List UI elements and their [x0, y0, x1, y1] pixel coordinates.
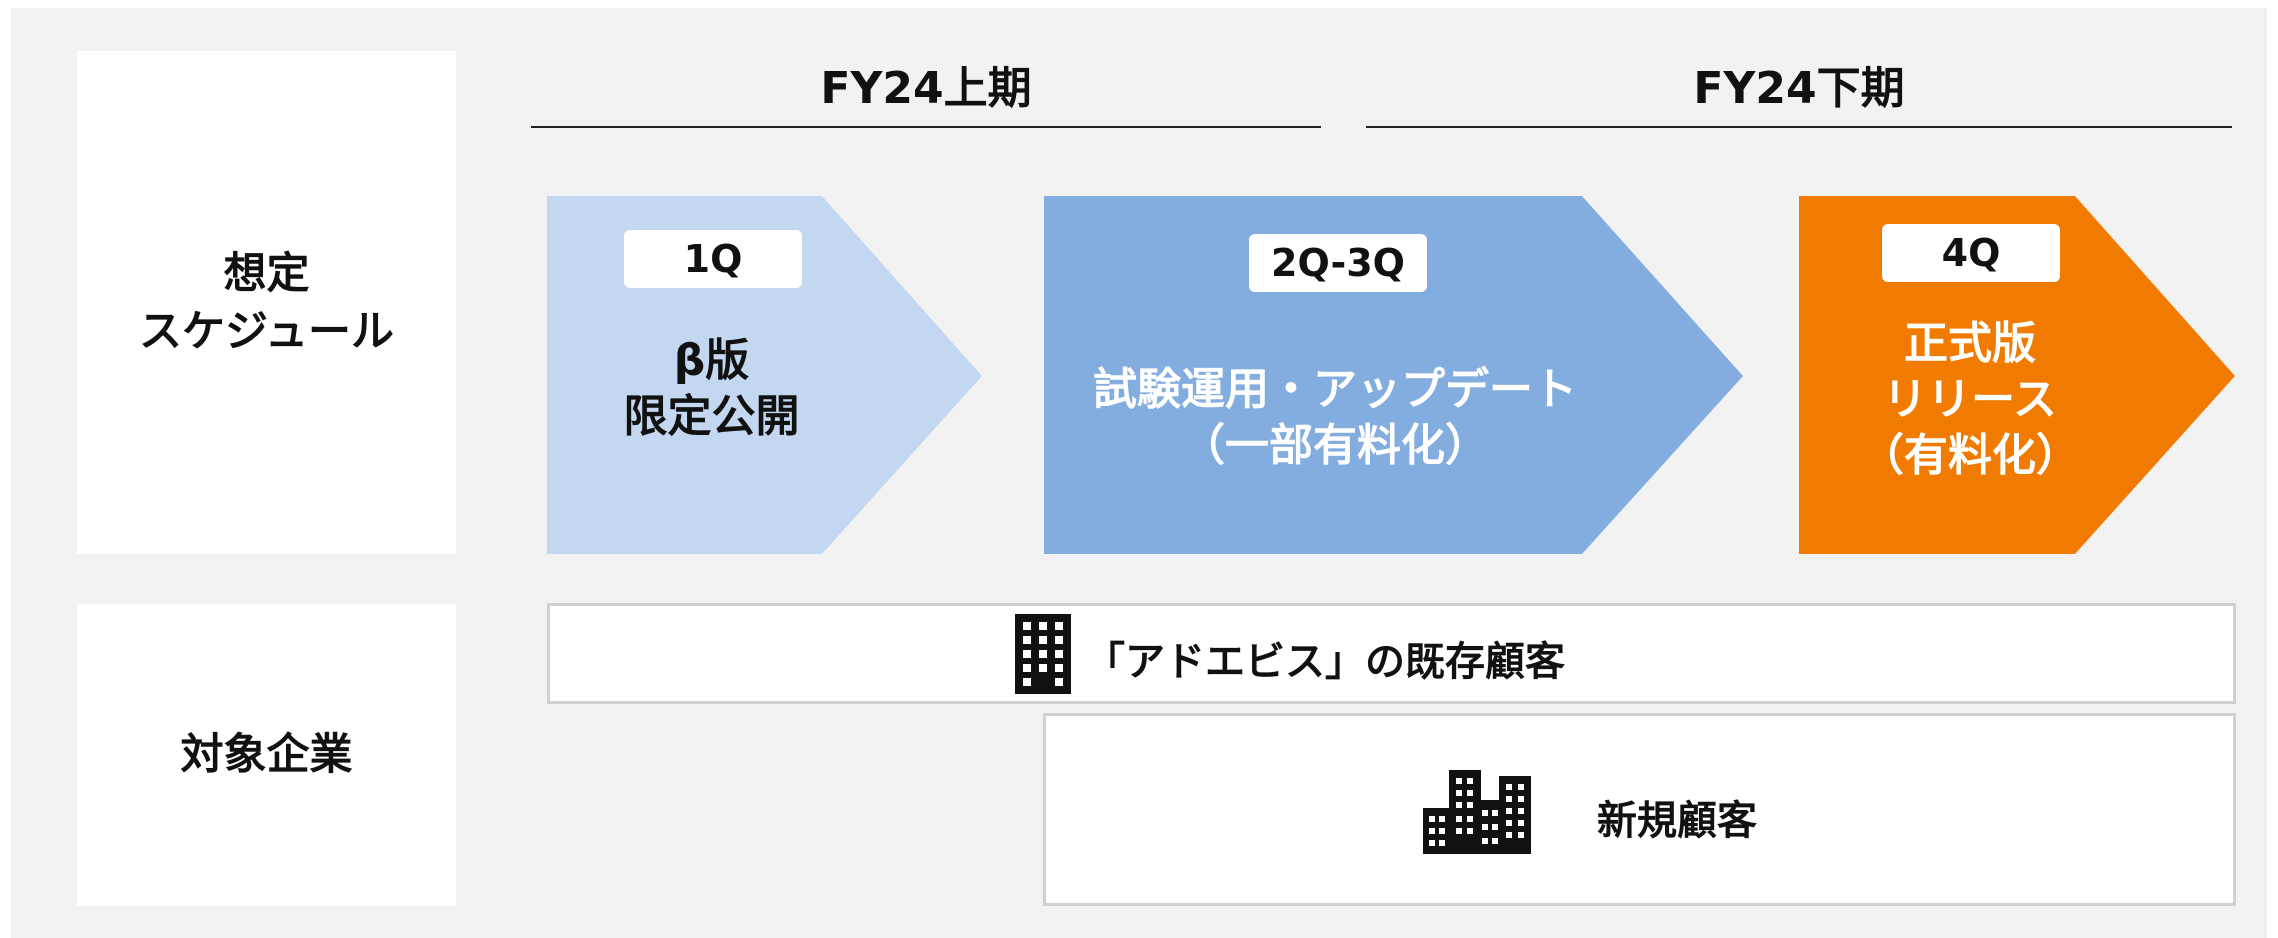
building-icon: [1015, 614, 1071, 694]
phase-badge-2q-3q: 2Q-3Q: [1249, 234, 1427, 292]
new-customers-box: [1043, 713, 2236, 906]
phase-text-line: 試験運用・アップデート: [1093, 364, 1577, 415]
phase-badge-1q: 1Q: [624, 230, 802, 288]
existing-customers-box: [547, 603, 2236, 704]
phase-text-line: （一部有料化）: [1181, 420, 1489, 471]
phase-arrow-2q-3q: [1044, 196, 1743, 554]
phase-text-line: 正式版: [1904, 318, 2036, 369]
phase-text-4q: 正式版 リリース （有料化）: [1810, 316, 2130, 484]
phase-text-line: リリース: [1883, 374, 2057, 425]
buildings-icon: [1423, 770, 1531, 854]
schedule-label-line: スケジュール: [139, 306, 394, 357]
phase-text-line: β版: [673, 335, 750, 386]
new-customers-label: 新規顧客: [1597, 798, 1757, 844]
schedule-label-line: 想定: [223, 248, 310, 299]
phase-text-line: 限定公開: [623, 391, 800, 442]
schedule-label-box: 想定 スケジュール: [77, 51, 456, 554]
period-first-half: FY24上期: [820, 63, 1032, 114]
period-first-half-line: [531, 126, 1321, 128]
phase-arrow-4q: [1799, 196, 2235, 554]
target-label-box: 対象企業: [77, 604, 456, 906]
phase-text-line: （有料化）: [1860, 430, 2080, 481]
period-second-half-line: [1366, 126, 2232, 128]
target-label: 対象企業: [180, 730, 353, 780]
phase-text-1q: β版 限定公開: [560, 333, 863, 445]
phase-text-2q-3q: 試験運用・アップデート （一部有料化）: [1080, 362, 1590, 474]
existing-customers-label: 「アドエビス」の既存顧客: [1085, 639, 1565, 685]
period-second-half: FY24下期: [1693, 63, 1905, 114]
phase-badge-4q: 4Q: [1882, 224, 2060, 282]
